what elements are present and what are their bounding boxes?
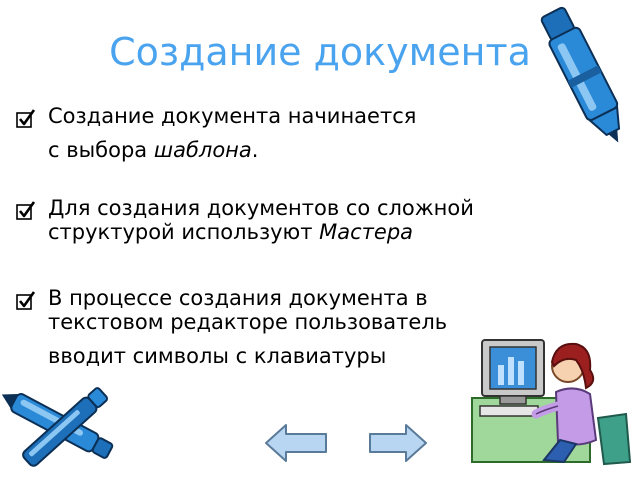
forward-arrow-icon	[369, 424, 427, 462]
bullet-1-line-1: Создание документа начинается	[48, 104, 417, 128]
bullet-2-line-2: структурой используют Мастера	[48, 220, 414, 244]
wizard-term: Мастера	[319, 220, 414, 244]
bullet-item-3: В процессе создания документа в текстово…	[14, 286, 447, 368]
back-arrow-icon	[265, 424, 327, 462]
bullet-3-line-2: текстовом редакторе пользователь	[48, 310, 448, 334]
template-term: шаблона	[153, 138, 252, 162]
checkmark-bullet-icon	[16, 109, 36, 128]
slide-title: Создание документа	[109, 30, 531, 74]
bullet-1-line-2: с выбора шаблона.	[48, 138, 259, 162]
bullet-3-line-3: вводит символы с клавиатуры	[48, 344, 387, 368]
marker-pen-icon	[540, 6, 621, 143]
crossed-markers-icon	[1, 387, 114, 467]
bullet-2-line-1: Для создания документов со сложной	[48, 196, 474, 220]
bullet-item-1: Создание документа начинается с выбора ш…	[14, 104, 416, 162]
woman-at-computer-icon	[471, 339, 632, 466]
forward-arrow-button[interactable]	[368, 422, 428, 464]
bullet-item-2: Для создания документов со сложной струк…	[14, 196, 474, 244]
back-arrow-button[interactable]	[264, 422, 328, 464]
checkmark-bullet-icon	[16, 291, 36, 310]
checkmark-bullet-icon	[16, 201, 36, 220]
bullet-3-line-1: В процессе создания документа в	[48, 286, 428, 310]
